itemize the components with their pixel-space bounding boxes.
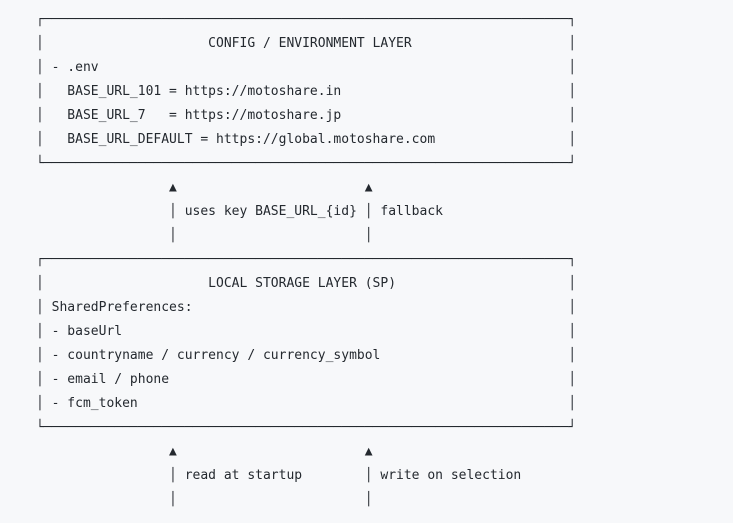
uses-key-fallback-connectors: ▲ ▲ │ uses key BASE_URL_{id} │ fallback … (169, 180, 443, 243)
config-env-layer-box: ┌───────────────────────────────────────… (36, 12, 577, 171)
startup-selection-connectors: ▲ ▲ │ read at startup │ write on selecti… (169, 444, 522, 507)
local-storage-layer-box: ┌───────────────────────────────────────… (36, 252, 577, 435)
ascii-architecture-diagram: ┌───────────────────────────────────────… (36, 12, 577, 507)
